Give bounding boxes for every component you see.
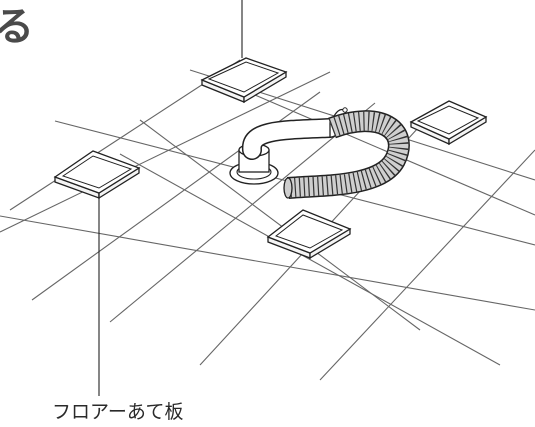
floor-pad-back	[200, 57, 288, 104]
heading-fragment: る	[0, 4, 34, 50]
drain-hose-icon	[283, 110, 410, 199]
floor-pad-label: フロアーあて板	[52, 401, 183, 423]
drain-outlet-icon	[229, 107, 348, 185]
floor-pad-right	[409, 100, 488, 146]
floor-pad-front	[266, 209, 352, 260]
